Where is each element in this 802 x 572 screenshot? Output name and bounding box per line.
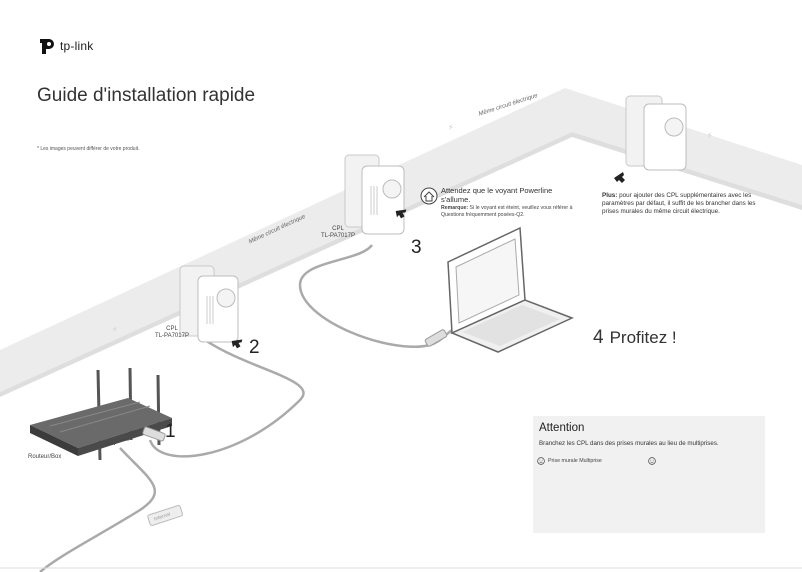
tp-link-logo: tp-link [38, 37, 93, 55]
lan-port-label: LAN [120, 437, 129, 442]
step-3-number: 3 [411, 237, 422, 258]
powerline-adapter-1 [179, 265, 239, 343]
powerline-adapter-3 [625, 95, 687, 171]
plus-text: pour ajouter des CPL supplémentaires ave… [602, 192, 756, 215]
disclaimer: * Les images peuvent différer de votre p… [37, 146, 140, 152]
step-2-number: 2 [249, 337, 260, 358]
wall-stripe: ⚡ ⚡ ⚡ [0, 88, 802, 397]
sad-face-icon [537, 457, 545, 465]
attention-title: Attention [539, 422, 585, 434]
adapter-2-line1: CPL [332, 226, 344, 232]
plus-note: Plus: pour ajouter des CPL supplémentair… [602, 192, 762, 216]
attention-text: Branchez les CPL dans des prises murales… [539, 440, 719, 447]
remark-label: Remarque: [441, 205, 469, 211]
page-title: Guide d'installation rapide [37, 85, 256, 106]
adapter-1-line1: CPL [166, 326, 178, 332]
step-4-number: 4 [593, 327, 604, 348]
powerline-adapter-2 [344, 154, 405, 235]
adapter-2-label: CPL TL-PA7017P [318, 226, 358, 240]
ethernet-plugs [142, 329, 448, 526]
brand-name: tp-link [60, 39, 94, 53]
adapter-1-label: CPL TL-PA7017P [152, 326, 192, 340]
attention-bad-example: Prise murale Multiprise [537, 457, 602, 465]
step-3-note: Attendez que le voyant Powerline s'allum… [441, 186, 581, 218]
home-icon [420, 187, 438, 205]
svg-text:⚡: ⚡ [707, 131, 713, 140]
plus-label: Plus: [602, 192, 618, 199]
smile-face-icon [648, 457, 656, 465]
remark-text: Si le voyant est éteint, veuillez vous r… [441, 205, 573, 218]
arrows [231, 172, 625, 349]
step-3-remark: Remarque: Si le voyant est éteint, veuil… [441, 205, 581, 218]
adapter-2-model: TL-PA7017P [321, 233, 355, 239]
attention-panel: Attention Branchez les CPL dans des pris… [533, 416, 765, 533]
bad-example-label: Prise murale Multiprise [548, 458, 602, 464]
wan-port-label: WAN [105, 441, 116, 446]
step-4: 4 Profitez ! [593, 327, 677, 349]
router-label: Routeur/Box [28, 454, 62, 460]
laptop-illustration [447, 226, 574, 353]
svg-text:⚡: ⚡ [112, 325, 118, 334]
tp-link-logo-icon [40, 39, 54, 54]
step-1-number: 1 [165, 421, 176, 442]
router-illustration [30, 367, 172, 461]
svg-text:⚡: ⚡ [448, 123, 454, 132]
step-3-main-text: Attendez que le voyant Powerline s'allum… [441, 186, 553, 204]
step-4-text: Profitez ! [609, 328, 677, 347]
adapter-1-model: TL-PA7017P [155, 333, 189, 339]
